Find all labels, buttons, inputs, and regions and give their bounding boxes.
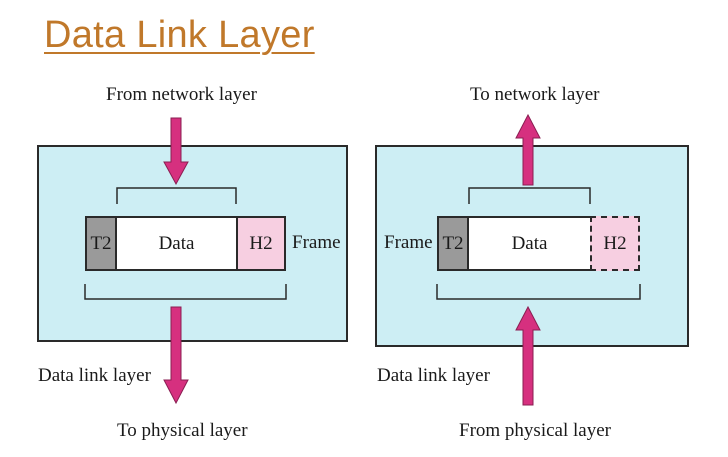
- left-frame-label: Frame: [292, 232, 341, 253]
- right-header-cell: H2: [590, 216, 640, 271]
- right-bottom-label: From physical layer: [459, 420, 611, 441]
- right-data-bracket: [468, 187, 591, 204]
- right-frame-bracket: [436, 284, 641, 300]
- right-layer-label: Data link layer: [377, 365, 490, 386]
- left-top-label: From network layer: [106, 84, 257, 105]
- right-top-label: To network layer: [470, 84, 600, 105]
- left-data-cell: Data: [115, 216, 238, 271]
- left-down-arrow-top: [163, 117, 189, 186]
- right-up-arrow-bottom: [515, 305, 541, 406]
- right-frame-label: Frame: [384, 232, 433, 253]
- left-down-arrow-bottom: [163, 306, 189, 405]
- page-title: Data Link Layer: [44, 14, 315, 56]
- left-data-bracket: [116, 187, 237, 204]
- right-up-arrow-top: [515, 113, 541, 186]
- left-layer-label: Data link layer: [38, 365, 151, 386]
- left-header-cell: H2: [236, 216, 286, 271]
- left-frame-bracket: [84, 284, 287, 300]
- right-data-cell: Data: [467, 216, 592, 271]
- left-bottom-label: To physical layer: [117, 420, 248, 441]
